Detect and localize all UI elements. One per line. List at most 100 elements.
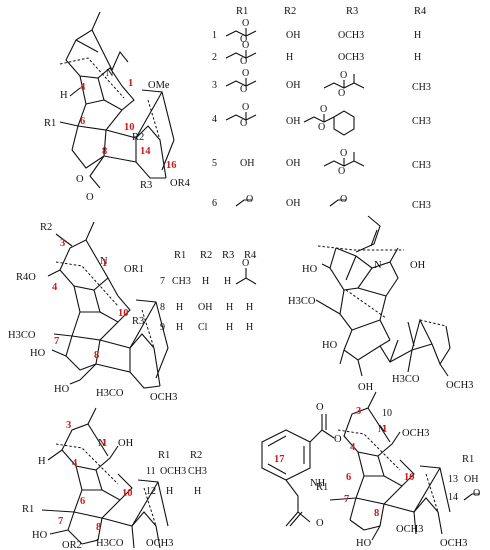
table-3-cell: H xyxy=(194,486,201,497)
h3co-label: H3CO xyxy=(392,374,420,385)
oxygen-ester: O xyxy=(334,434,342,445)
table-2-header: R3 xyxy=(222,250,234,261)
n-atom: N xyxy=(100,256,108,267)
oxygen-carbonyl: O xyxy=(316,402,324,413)
keto-group: O xyxy=(329,194,347,207)
table-2-cell: H xyxy=(176,302,183,313)
svg-text:O: O xyxy=(318,122,325,133)
svg-text:O: O xyxy=(473,488,480,499)
locant: 1 xyxy=(382,424,387,435)
svg-text:O: O xyxy=(242,40,249,51)
r3-label: R3 xyxy=(132,316,144,327)
table-1-header: R3 xyxy=(346,6,358,17)
locant: 6 xyxy=(80,496,85,507)
row-number: 4 xyxy=(212,114,217,125)
locant: 14 xyxy=(140,146,151,157)
svg-text:O: O xyxy=(242,18,249,29)
locant: 4 xyxy=(350,442,356,453)
table-2-cell: OH xyxy=(198,302,212,313)
table-2-header: R2 xyxy=(200,250,212,261)
r1-label: R1 xyxy=(316,482,328,493)
row-number: 3 xyxy=(212,80,217,91)
structure-4: N OH H R1 HO OR2 H3CO OCH3 3 4 1 6 10 7 … xyxy=(22,407,173,550)
table-4: R1 13 OH 14 O xyxy=(448,454,480,503)
och3-label: OCH3 xyxy=(446,380,473,391)
ho-label: HO xyxy=(54,384,70,395)
table-3-cell: CH3 xyxy=(188,466,207,477)
table-1-cell: OCH3 xyxy=(338,52,364,63)
locant: 10 xyxy=(404,472,415,483)
table-3-cell: H xyxy=(166,486,173,497)
locant: 3 xyxy=(356,406,361,417)
h3co-label: H3CO xyxy=(96,388,124,399)
structure-3: HO N OH H3CO HO OH H3CO OCH3 10 xyxy=(288,215,473,419)
svg-text:O: O xyxy=(242,68,249,79)
och3-label: OCH3 xyxy=(440,538,467,549)
structure-1: N H OMe R1 R2 R3 OR4 O O 1 4 6 10 8 14 1… xyxy=(44,11,191,203)
table-2-cell: H xyxy=(202,276,209,287)
row-number: 13 xyxy=(448,474,458,485)
table-1-cell: H xyxy=(414,52,421,63)
row-number: 9 xyxy=(160,322,165,333)
locant: 8 xyxy=(96,522,101,533)
row-number: 14 xyxy=(448,492,458,503)
h3co-label: H3CO xyxy=(288,296,316,307)
ho-label: HO xyxy=(302,264,318,275)
table-2-cell: Cl xyxy=(198,322,208,333)
table-3-header: R2 xyxy=(190,450,202,461)
locant: 1 xyxy=(102,438,107,449)
locant: 16 xyxy=(166,160,177,171)
locant: 3 xyxy=(60,238,65,249)
or1-label: OR1 xyxy=(124,264,144,275)
acetoxy-group: O O xyxy=(225,68,257,95)
svg-text:O: O xyxy=(340,70,347,81)
acetyl-group: O xyxy=(235,258,257,285)
h3co-label: H3CO xyxy=(8,330,36,341)
locant: 1 xyxy=(128,78,133,89)
table-2-header: R1 xyxy=(174,250,186,261)
svg-text:O: O xyxy=(240,118,247,129)
row-number: 5 xyxy=(212,158,217,169)
table-1-cell: H xyxy=(414,30,421,41)
locant: 7 xyxy=(344,494,349,505)
table-1-cell: H xyxy=(286,52,293,63)
locant: 3 xyxy=(66,420,71,431)
locant: 1 xyxy=(102,258,107,269)
ho-label: HO xyxy=(30,348,46,359)
row-number: 11 xyxy=(146,466,156,477)
svg-text:O: O xyxy=(240,56,247,67)
locant: 6 xyxy=(346,472,351,483)
oxygen-2: O xyxy=(86,192,94,203)
table-4-cell: OH xyxy=(464,474,478,485)
or2-label: OR2 xyxy=(62,540,82,550)
table-2-cell: H xyxy=(224,276,231,287)
nh-label: NH xyxy=(310,478,326,489)
oh-label: OH xyxy=(358,382,374,393)
table-1-cell: CH3 xyxy=(412,160,431,171)
r4o-label: R4O xyxy=(16,272,36,283)
table-1-cell: CH3 xyxy=(412,82,431,93)
keto-group: O xyxy=(235,194,253,207)
table-1-cell: OH xyxy=(286,198,300,209)
och3-label: OCH3 xyxy=(146,538,173,549)
row-number: 2 xyxy=(212,52,217,63)
ho-label: HO xyxy=(322,340,338,351)
table-1-cell: OH xyxy=(240,158,254,169)
table-1-header: R2 xyxy=(284,6,296,17)
locant: 17 xyxy=(274,454,285,465)
table-3-cell: OCH3 xyxy=(160,466,186,477)
table-1-header: R4 xyxy=(414,6,427,17)
row-number: 1 xyxy=(212,30,217,41)
r1-label: R1 xyxy=(22,504,34,515)
table-3-header: R1 xyxy=(158,450,170,461)
locant: 8 xyxy=(374,508,379,519)
row-number: 12 xyxy=(146,486,156,497)
r1-label: R1 xyxy=(44,118,56,129)
locant: 4 xyxy=(72,458,78,469)
locant: 10 xyxy=(124,122,135,133)
locant: 7 xyxy=(54,336,59,347)
svg-text:O: O xyxy=(240,84,247,95)
locant: 7 xyxy=(58,516,63,527)
ho-label: HO xyxy=(356,538,372,549)
